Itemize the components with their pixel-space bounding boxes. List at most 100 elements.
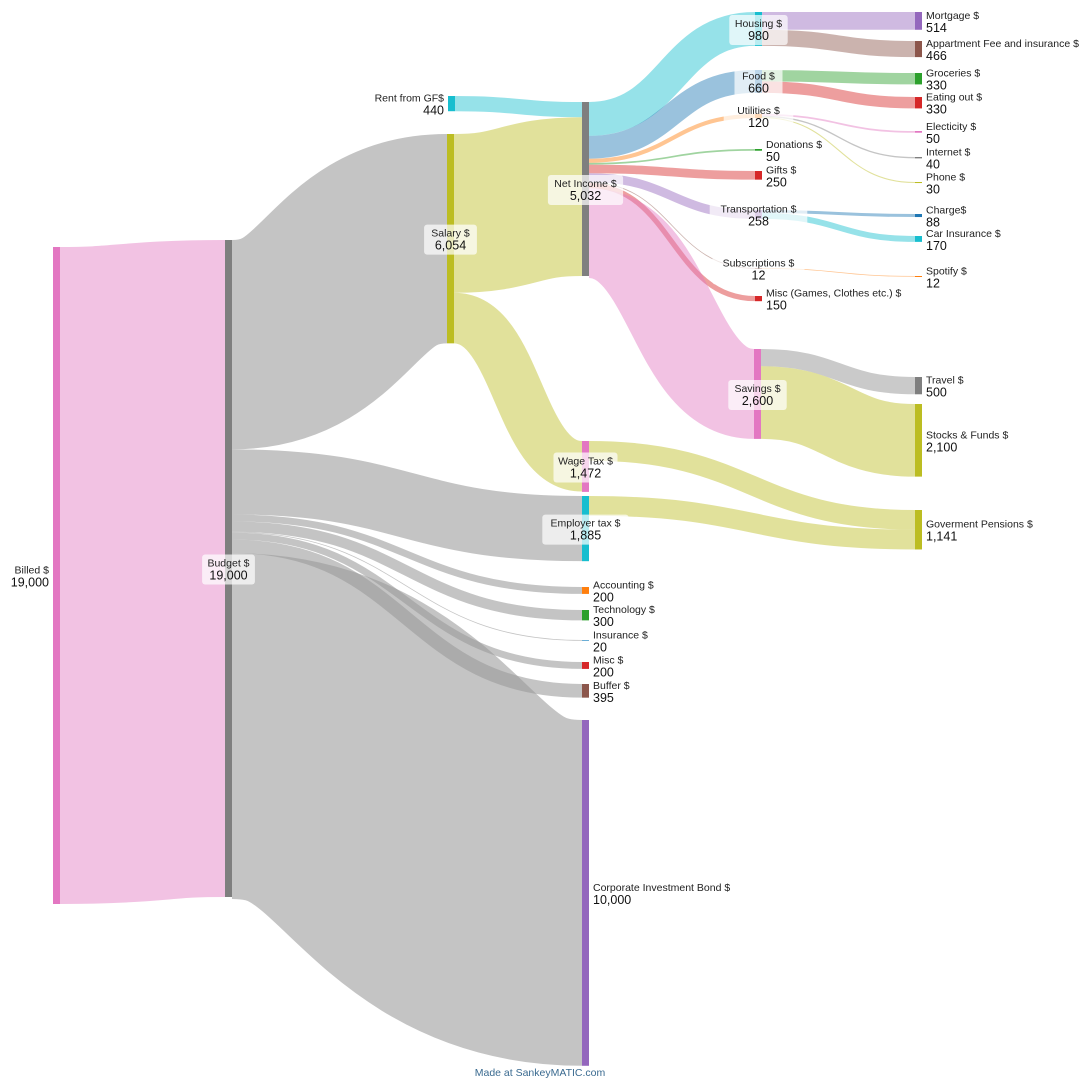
- link-food-to-groceries[interactable]: [761, 69, 916, 85]
- link-budget-to-insurance[interactable]: [231, 531, 583, 641]
- label-food: Food $660: [734, 67, 783, 98]
- label-technology: Technology $300: [593, 604, 655, 629]
- node-label-value: 200: [593, 590, 614, 604]
- node-label-name: Eating out $: [926, 92, 982, 104]
- label-net_income: Net Income $5,032: [547, 175, 624, 206]
- node-label-background: [553, 452, 618, 483]
- label-billed: Billed $19,000: [11, 565, 49, 590]
- node-gov_pensions[interactable]: [915, 510, 922, 550]
- node-buffer[interactable]: [582, 684, 589, 698]
- label-buffer: Buffer $395: [593, 680, 630, 705]
- node-label-value: 50: [926, 132, 940, 146]
- node-label-background: [547, 175, 624, 206]
- link-budget-to-corp_bond[interactable]: [225, 553, 589, 1066]
- footer-credit[interactable]: Made at SankeyMATIC.com: [475, 1067, 606, 1079]
- node-stocks[interactable]: [915, 404, 922, 477]
- node-label-name: Donations $: [766, 139, 822, 151]
- node-label-background: [424, 224, 477, 255]
- label-transportation: Transportation $258: [709, 200, 808, 231]
- label-utilities: Utilities $120: [723, 102, 794, 133]
- node-apt_fee[interactable]: [915, 41, 922, 58]
- node-accounting[interactable]: [582, 587, 589, 594]
- link-rent_gf-to-net_income[interactable]: [454, 95, 583, 118]
- label-subscriptions: Subscriptions $12: [712, 254, 805, 285]
- node-label-value: 40: [926, 158, 940, 172]
- link-employer_tax-to-gov_pensions[interactable]: [588, 495, 916, 550]
- link-salary-to-wage_tax[interactable]: [450, 292, 586, 492]
- link-net_income-to-food[interactable]: [588, 69, 756, 159]
- label-insurance: Insurance $20: [593, 630, 648, 655]
- node-groceries[interactable]: [915, 73, 922, 85]
- link-budget-to-accounting[interactable]: [231, 514, 583, 594]
- node-label-value: 12: [926, 277, 940, 291]
- node-label-value: 200: [593, 665, 614, 679]
- node-donations[interactable]: [755, 149, 762, 151]
- node-label-name: Charge$: [926, 205, 966, 217]
- node-label-value: 1,885: [570, 529, 601, 543]
- label-housing: Housing $980: [729, 14, 788, 45]
- node-internet[interactable]: [915, 157, 922, 159]
- node-car_insurance[interactable]: [915, 236, 922, 242]
- node-label-name: Rent from GF$: [375, 93, 445, 105]
- node-label-name: Phone $: [926, 172, 965, 184]
- link-net_income-to-savings[interactable]: [584, 188, 759, 439]
- node-label-name: Stocks & Funds $: [926, 429, 1008, 441]
- node-label-name: Misc $: [593, 654, 623, 666]
- node-technology[interactable]: [582, 610, 589, 621]
- node-label-name: Car Insurance $: [926, 228, 1001, 240]
- node-label-value: 120: [748, 116, 769, 130]
- node-label-background: [712, 254, 805, 285]
- node-eating_out[interactable]: [915, 97, 922, 109]
- link-net_income-to-gifts[interactable]: [588, 164, 756, 180]
- node-phone[interactable]: [915, 182, 922, 184]
- node-label-value: 440: [423, 104, 444, 118]
- node-label-value: 50: [766, 150, 780, 164]
- label-stocks: Stocks & Funds $2,100: [926, 429, 1008, 454]
- node-label-name: Spotify $: [926, 266, 967, 278]
- label-savings: Savings $2,600: [728, 379, 787, 410]
- link-wage_tax-to-gov_pensions[interactable]: [588, 441, 916, 530]
- node-misc[interactable]: [582, 662, 589, 669]
- link-net_income-to-housing[interactable]: [588, 12, 756, 136]
- node-charge[interactable]: [915, 214, 922, 218]
- node-electricity[interactable]: [915, 131, 922, 133]
- label-groceries: Groceries $330: [926, 68, 980, 93]
- node-corp_bond[interactable]: [582, 720, 589, 1066]
- node-label-background: [729, 14, 788, 45]
- node-label-name: Budget $: [207, 558, 249, 570]
- label-misc_games: Misc (Games, Clothes etc.) $150: [766, 288, 902, 313]
- node-label-name: Utilities $: [737, 105, 780, 117]
- node-rent_gf[interactable]: [448, 96, 455, 112]
- node-billed[interactable]: [53, 247, 60, 904]
- node-label-value: 1,141: [926, 530, 957, 544]
- node-label-background: [728, 379, 787, 410]
- node-label-name: Housing $: [735, 18, 782, 30]
- node-label-name: Travel $: [926, 375, 964, 387]
- node-label-value: 88: [926, 216, 940, 230]
- node-label-value: 514: [926, 21, 947, 35]
- label-misc: Misc $200: [593, 654, 623, 679]
- link-budget-to-employer_tax[interactable]: [231, 449, 583, 562]
- link-budget-to-technology[interactable]: [231, 521, 583, 621]
- node-label-value: 2,100: [926, 440, 957, 454]
- link-budget-to-salary[interactable]: [226, 133, 453, 450]
- node-spotify[interactable]: [915, 276, 922, 277]
- node-label-value: 500: [926, 386, 947, 400]
- node-mortgage[interactable]: [915, 12, 922, 30]
- node-travel[interactable]: [915, 377, 922, 395]
- link-savings-to-travel[interactable]: [760, 349, 916, 395]
- node-label-name: Groceries $: [926, 68, 980, 80]
- node-insurance[interactable]: [582, 640, 589, 641]
- node-label-value: 170: [926, 239, 947, 253]
- link-food-to-eating_out[interactable]: [761, 81, 916, 109]
- label-wage_tax: Wage Tax $1,472: [553, 452, 618, 483]
- node-gifts[interactable]: [755, 171, 762, 180]
- link-net_income-to-donations[interactable]: [588, 148, 756, 165]
- node-misc_games[interactable]: [755, 296, 762, 302]
- node-label-value: 2,600: [742, 394, 773, 408]
- node-label-name: Salary $: [431, 228, 470, 240]
- label-rent_gf: Rent from GF$440: [375, 93, 445, 118]
- link-billed-to-budget[interactable]: [58, 240, 227, 904]
- node-label-name: Gifts $: [766, 164, 797, 176]
- label-budget: Budget $19,000: [202, 554, 255, 585]
